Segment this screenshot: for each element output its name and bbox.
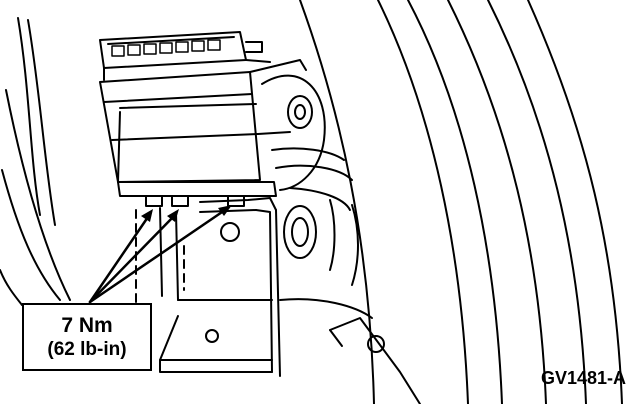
body-panel-curves: [0, 0, 623, 404]
arrowheads: [141, 205, 232, 222]
torque-value: 7 Nm: [61, 313, 113, 337]
arrow-icon: [88, 212, 152, 304]
mounting-bracket: [135, 197, 281, 377]
pump-motor: [261, 74, 359, 286]
module-housing: [99, 59, 307, 183]
figure-id: GV1481-A: [540, 368, 626, 388]
bolt-1: [145, 195, 163, 207]
torque-callout: 7 Nm (62 lb-in): [22, 303, 152, 371]
arrow-icon: [88, 212, 178, 304]
bolt-2: [171, 195, 189, 207]
mounting-flange: [117, 181, 277, 207]
torque-alt-value: (62 lb-in): [47, 338, 127, 360]
arrow-icon: [88, 206, 230, 304]
torque-arrows: [88, 206, 230, 304]
lower-bracket: [279, 298, 421, 404]
electrical-connector: [99, 31, 271, 81]
